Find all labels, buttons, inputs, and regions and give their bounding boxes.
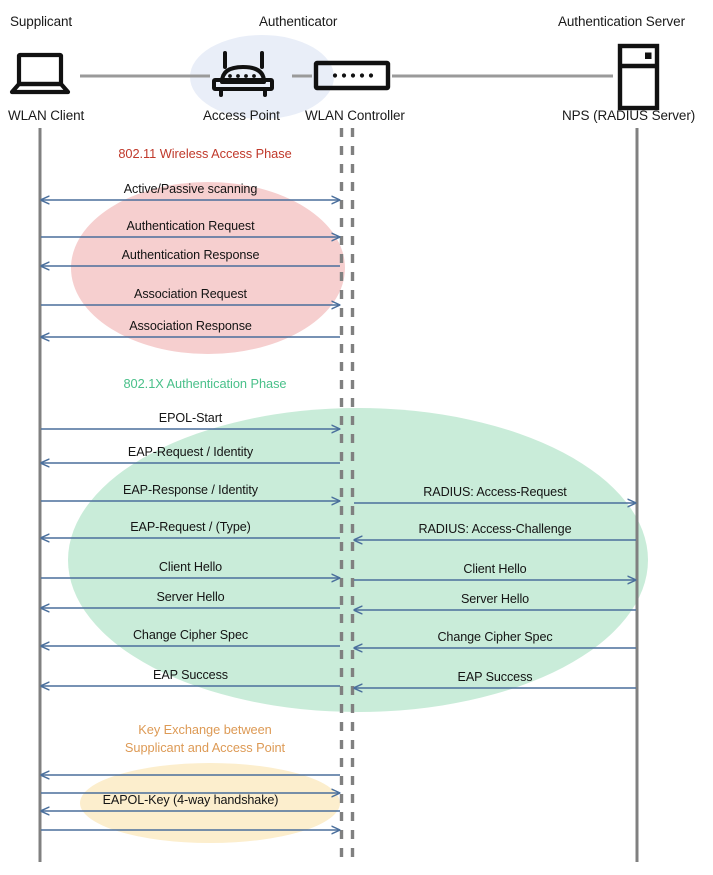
phase-label-80211: 802.11 Wireless Access Phase: [118, 146, 292, 161]
message-label-left-5: EPOL-Start: [158, 411, 223, 425]
lifelines: [38, 128, 639, 862]
wlan-controller-icon: [313, 60, 391, 91]
ellipse-key-exchange: [80, 763, 340, 843]
phase-label-key-exchange-line1: Key Exchange between: [138, 722, 272, 737]
message-label-left-15: EAPOL-Key (4-way handshake): [102, 793, 279, 807]
message-arrows-left: [41, 200, 340, 830]
ellipse-80211-phase: [71, 182, 345, 354]
message-label-left-9: Client Hello: [158, 560, 223, 574]
phase-label-key-exchange-line2: Supplicant and Access Point: [124, 740, 286, 755]
message-label-left-10: Server Hello: [156, 590, 225, 604]
role-label-authentication-server: Authentication Server: [558, 14, 685, 29]
laptop-icon: [9, 52, 71, 95]
message-label-left-3: Association Request: [134, 287, 247, 301]
message-label-right-3: Server Hello: [460, 592, 530, 606]
message-label-left-2: Authentication Response: [121, 248, 260, 262]
message-label-left-8: EAP-Request / (Type): [130, 520, 251, 534]
message-label-right-4: Change Cipher Spec: [437, 630, 553, 644]
ellipse-8021x-phase: [68, 408, 648, 712]
node-label-wlan-client: WLAN Client: [8, 108, 85, 123]
node-label-access-point: Access Point: [203, 108, 280, 123]
access-point-icon: [212, 51, 274, 97]
message-label-left-6: EAP-Request / Identity: [127, 445, 254, 459]
message-label-right-5: EAP Success: [457, 670, 533, 684]
server-icon: [617, 43, 660, 111]
phase-label-8021x: 802.1X Authentication Phase: [123, 376, 287, 391]
message-arrows-right: [354, 503, 636, 688]
node-label-nps-radius-server: NPS (RADIUS Server): [562, 108, 696, 123]
role-label-authenticator: Authenticator: [259, 14, 338, 29]
message-label-left-12: EAP Success: [153, 668, 228, 682]
message-label-left-0: Active/Passive scanning: [123, 182, 258, 196]
role-label-supplicant: Supplicant: [10, 14, 73, 29]
node-label-wlan-controller: WLAN Controller: [305, 108, 405, 123]
message-label-right-0: RADIUS: Access-Request: [423, 485, 567, 499]
phase-ellipse-group: [68, 35, 648, 843]
message-label-right-1: RADIUS: Access-Challenge: [418, 522, 572, 536]
message-label-left-11: Change Cipher Spec: [132, 628, 249, 642]
message-label-left-7: EAP-Response / Identity: [123, 483, 258, 497]
message-label-right-2: Client Hello: [463, 562, 527, 576]
message-label-left-1: Authentication Request: [126, 219, 255, 233]
message-label-left-4: Association Response: [129, 319, 252, 333]
